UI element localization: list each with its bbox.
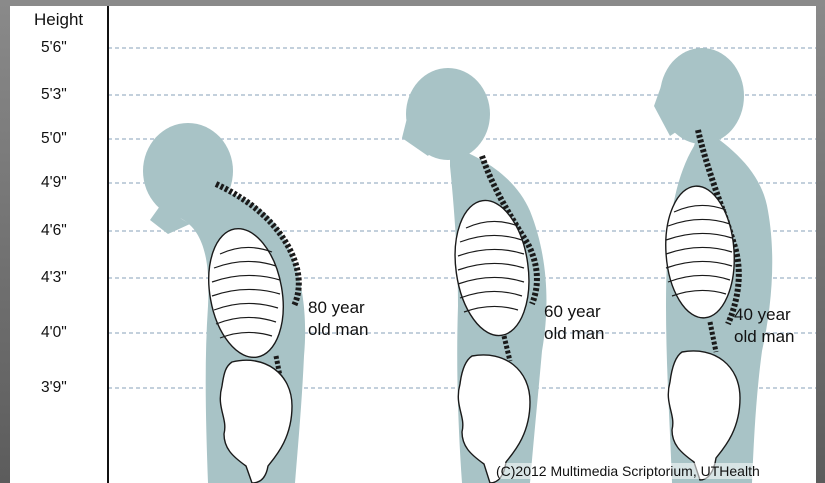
height-tick: 4'3" — [41, 269, 67, 287]
height-axis-title: Height — [34, 10, 83, 30]
height-tick: 4'9" — [41, 174, 67, 192]
diagram-artwork — [10, 6, 816, 483]
figure-60-caption-line1: 60 year — [544, 301, 604, 323]
copyright-notice: (C)2012 Multimedia Scriptorium, UTHealth — [494, 463, 762, 479]
figure-40-caption-line2: old man — [734, 326, 794, 348]
figure-60-caption: 60 year old man — [544, 301, 604, 345]
height-tick: 4'0" — [41, 324, 67, 342]
height-tick: 3'9" — [41, 379, 67, 397]
height-tick: 5'6" — [41, 39, 67, 57]
figure-40-caption: 40 year old man — [734, 304, 794, 348]
figure-80-caption-line2: old man — [308, 319, 368, 341]
height-tick: 5'3" — [41, 86, 67, 104]
height-tick: 5'0" — [41, 130, 67, 148]
height-tick: 4'6" — [41, 222, 67, 240]
figure-40-caption-line1: 40 year — [734, 304, 794, 326]
height-comparison-diagram: Height 5'6" 5'3" 5'0" 4'9" 4'6" 4'3" 4'0… — [10, 6, 816, 483]
figure-60-caption-line2: old man — [544, 323, 604, 345]
figure-80-caption: 80 year old man — [308, 297, 368, 341]
figure-80-caption-line1: 80 year — [308, 297, 368, 319]
